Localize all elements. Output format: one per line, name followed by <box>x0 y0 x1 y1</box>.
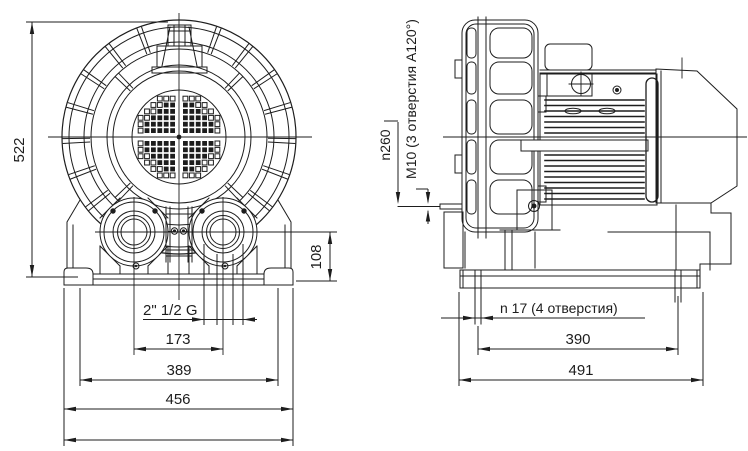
dim-base-holes: n 17 (4 отверстия) <box>500 300 618 316</box>
port-bolt <box>199 208 205 214</box>
front-view: 522 108 2" 1/2 G 173 389 456 <box>11 13 337 446</box>
dim-overall-height: 522 <box>11 137 28 162</box>
flange-boss <box>454 154 463 174</box>
dim-flange-diameter: n260 <box>377 129 393 160</box>
mounting-slot-right <box>674 269 682 303</box>
dim-hole-distance: 390 <box>565 331 590 348</box>
dim-mounting-width: 389 <box>166 362 191 379</box>
port-bolt <box>241 208 247 214</box>
terminal-box <box>544 43 593 71</box>
mounting-rail <box>520 139 649 152</box>
dims-side <box>384 120 704 386</box>
dim-port-thread: 2" 1/2 G <box>143 302 198 319</box>
centerlines-front <box>48 13 337 355</box>
base-side <box>459 269 701 325</box>
gland-box <box>546 72 593 97</box>
dimension-arrowheads <box>29 22 703 443</box>
base-front <box>63 267 294 286</box>
mounting-slot-left <box>474 269 482 325</box>
flange-boss <box>454 59 463 79</box>
top-cap <box>151 24 208 74</box>
dim-port-distance: 173 <box>165 331 190 348</box>
dim-base-length: 491 <box>568 362 593 379</box>
fan-cover <box>655 57 738 204</box>
housing-side <box>443 16 547 269</box>
dim-port-height: 108 <box>308 244 325 269</box>
port-stub <box>397 203 463 210</box>
feet-side <box>499 189 732 271</box>
dim-base-width: 456 <box>165 391 190 408</box>
port-bolt <box>110 208 116 214</box>
left-wall <box>66 199 81 269</box>
port-bolt <box>152 208 158 214</box>
dim-flange-holes: M10 (3 отверстия A120°) <box>403 19 419 179</box>
right-wall <box>277 199 292 269</box>
motor <box>520 43 659 206</box>
motor-fins <box>544 99 645 200</box>
side-view: n260 M10 (3 отверстия A120°) n 17 (4 отв… <box>377 16 747 386</box>
dims-front <box>26 21 337 446</box>
motor-end-bell <box>645 77 659 203</box>
fan-grille <box>137 95 221 179</box>
